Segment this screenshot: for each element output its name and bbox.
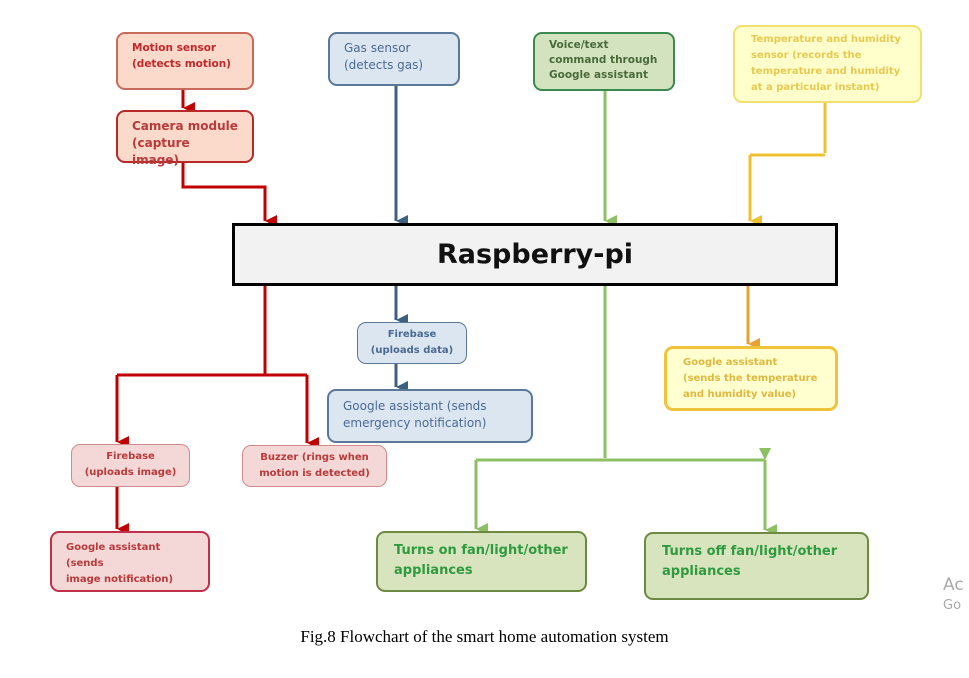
gas-sensor-node: Gas sensor (detects gas) bbox=[328, 32, 460, 86]
buzzer-node: Buzzer (rings when motion is detected) bbox=[242, 445, 387, 487]
firebase-image-node: Firebase (uploads image) bbox=[71, 444, 190, 487]
voice-command-node: Voice/text command through Google assist… bbox=[533, 32, 675, 91]
motion-sensor-node: Motion sensor (detects motion) bbox=[116, 32, 254, 90]
line-rpi-red-branch bbox=[117, 286, 307, 377]
arrow-camera-rpi bbox=[181, 163, 277, 227]
google-image-node: Google assistant (sends image notificati… bbox=[50, 531, 210, 592]
turns-on-node: Turns on fan/light/other appliances bbox=[376, 531, 587, 592]
raspberry-pi-node: Raspberry-pi bbox=[232, 223, 838, 286]
figure-caption: Fig.8 Flowchart of the smart home automa… bbox=[300, 627, 669, 646]
line-rpi-green-branch bbox=[476, 286, 765, 460]
google-emergency-node: Google assistant (sends emergency notifi… bbox=[327, 389, 533, 443]
watermark-line1: Ac bbox=[943, 575, 964, 595]
temp-humidity-sensor-node: Temperature and humidity sensor (records… bbox=[733, 25, 922, 103]
google-temp-node: Google assistant (sends the temperature … bbox=[664, 346, 838, 411]
firebase-data-node: Firebase (uploads data) bbox=[357, 322, 467, 364]
arrow-temp-rpi bbox=[750, 103, 827, 221]
watermark-line2: Go bbox=[943, 598, 962, 613]
camera-module-node: Camera module (capture image) bbox=[116, 110, 254, 167]
turns-off-node: Turns off fan/light/other appliances bbox=[644, 532, 869, 600]
